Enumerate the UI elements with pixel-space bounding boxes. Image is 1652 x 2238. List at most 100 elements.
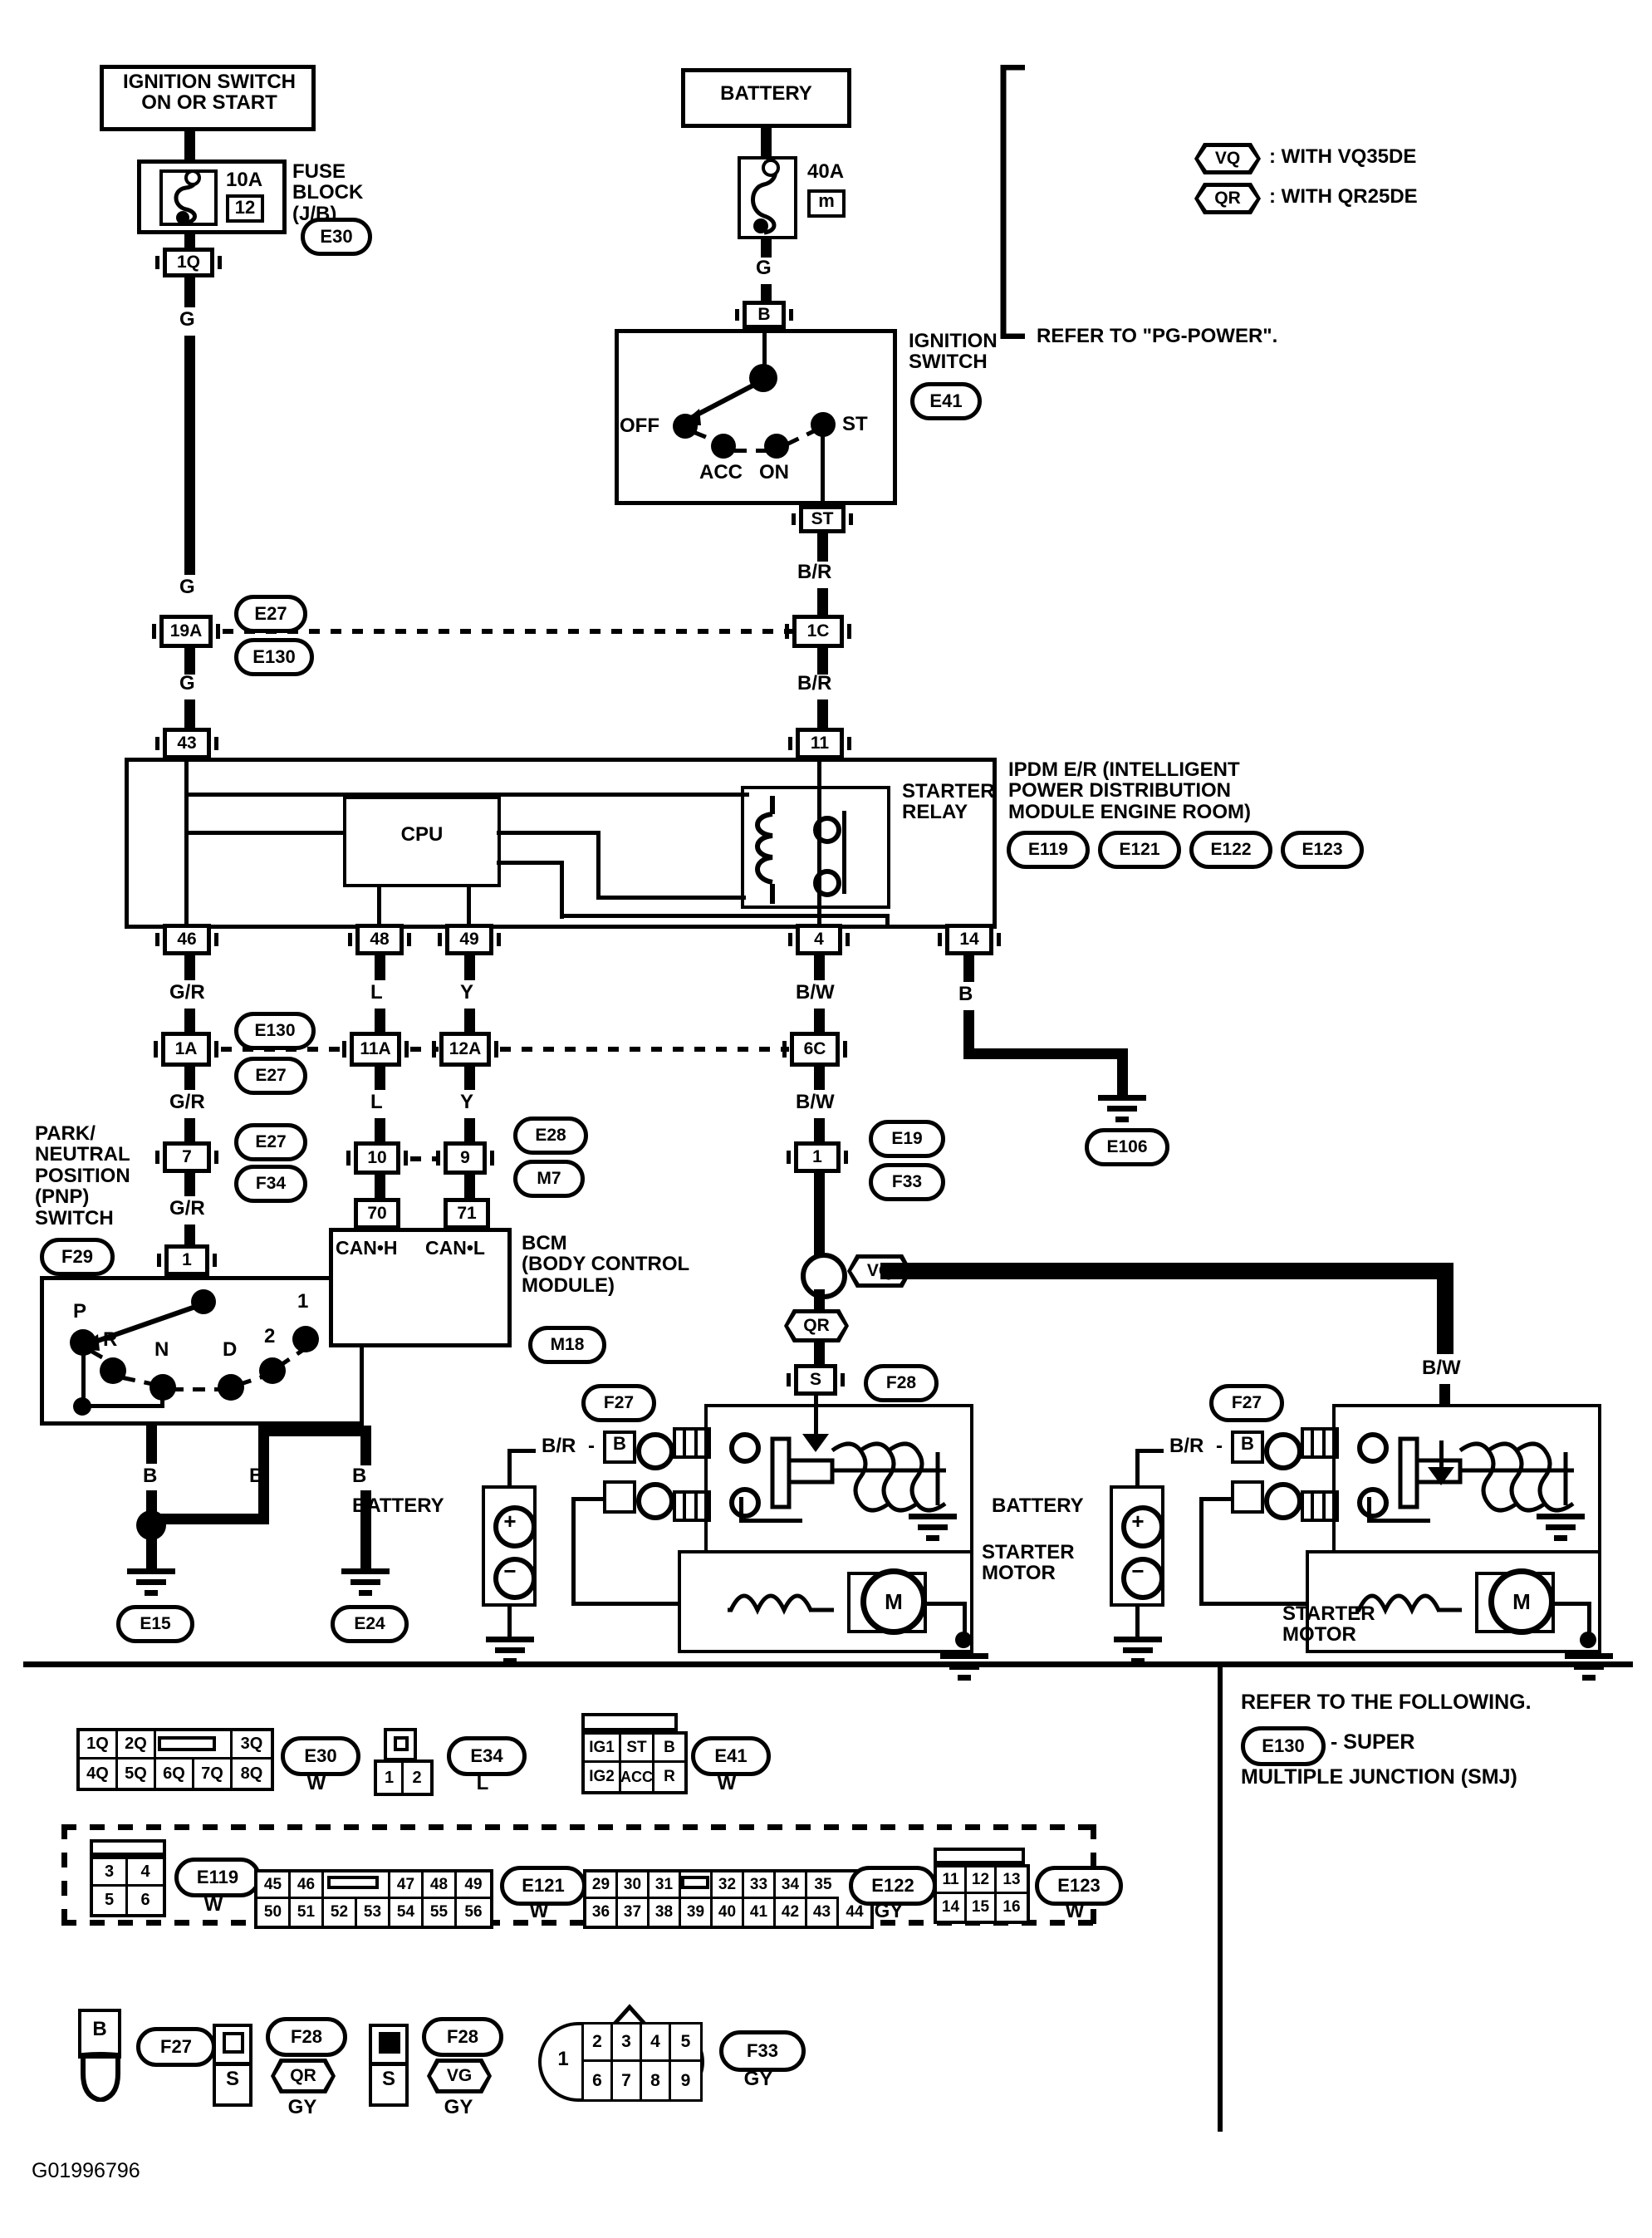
fuse-position-label: 12 (234, 197, 256, 218)
starter-left-s-lead (814, 1396, 818, 1442)
pnp-badge-f29: F29 (40, 1238, 115, 1276)
connector-e121-blank-slot (327, 1876, 379, 1889)
connector-e119-row-1: 3 4 (93, 1859, 163, 1887)
wire-color-y-2: Y (460, 1091, 474, 1113)
wire-color-gr-3: G/R (169, 1197, 205, 1220)
connector-e41-cell: ST (621, 1735, 654, 1763)
terminal-b-ign-label: B (757, 305, 771, 324)
wire-g-to-b (761, 284, 772, 302)
ignition-switch-badge-text: E41 (929, 390, 963, 411)
starter-right-battery-gnd-v (1135, 1607, 1140, 1637)
starter-right-motor-gnd-node (1580, 1632, 1596, 1648)
terminal-s-left-label: S (809, 1370, 821, 1389)
connector-f33-cell: 2 (584, 2025, 613, 2062)
starter-right-battery-minus-label: − (1131, 1558, 1145, 1583)
wire-vq-branch-v (1437, 1263, 1453, 1354)
terminal-11-label: 11 (810, 734, 830, 753)
terminal-12a: 12A (432, 1032, 498, 1067)
ipdm-int-cpu-out2 (497, 861, 563, 865)
connector-f33-cell: 3 (613, 2025, 642, 2062)
wire-color-gr-1: G/R (169, 981, 205, 1004)
connector-color-f28-qr: GY (287, 2096, 317, 2118)
ign-label-on: ON (759, 461, 789, 483)
connector-badge-e41: E41 (691, 1736, 771, 1776)
connector-e122-cell: 41 (744, 1899, 776, 1926)
ipdm-badge-sep-1: , (1085, 840, 1091, 861)
wire-g-long-1 (184, 336, 195, 575)
connector-color-f28-vg: GY (444, 2096, 473, 2118)
connector-e122-cell: 44 (839, 1899, 870, 1926)
pnp-badge-e27-text: E27 (255, 1132, 287, 1151)
starter-right-battery-ground (1114, 1637, 1162, 1665)
ign-label-st: ST (842, 413, 868, 435)
starter-left-term-m-box (603, 1480, 636, 1514)
ipdm-int-cpu-out2-v (560, 861, 564, 919)
ipdm-int-bottom-bus (560, 914, 889, 918)
terminal-1a: 1A (154, 1032, 218, 1067)
wire-1c-down (817, 648, 828, 675)
wire-gr-to-1a (184, 1009, 195, 1032)
ipdm-int-14 (885, 914, 890, 929)
ign-contact-off (673, 414, 698, 439)
terminal-b-ign: B (735, 301, 793, 329)
connector-e30-cell: 4Q (80, 1759, 118, 1788)
bcm-label: BCM (BODY CONTROL MODULE) (522, 1232, 690, 1297)
fusible-position-box (807, 189, 846, 218)
starter-left-br-dash: - (588, 1435, 595, 1457)
starter-left-badge-f27-text: F27 (603, 1393, 635, 1412)
terminal-6c-label: 6C (803, 1039, 826, 1058)
connector-f33-row-1: 2 3 4 5 (584, 2025, 700, 2062)
wire-qr-down-1 (814, 1289, 825, 1313)
legend-hex-qr-text: QR (1199, 187, 1257, 210)
starter-left-br-label: B/R (542, 1435, 576, 1457)
starter-left-sol-contact-b (729, 1487, 761, 1519)
connector-view-e119: 3 4 5 6 (90, 1856, 166, 1917)
connector-f28qr-divider (213, 2062, 252, 2066)
terminal-43-label: 43 (177, 734, 197, 753)
starter-right-m-lead-v (1199, 1497, 1203, 1605)
legend-qr-text: : WITH QR25DE (1269, 185, 1418, 208)
wire-color-br-2: B/R (797, 672, 832, 694)
terminal-1a-label: 1A (174, 1039, 198, 1058)
connector-f28vg-divider (369, 2062, 409, 2066)
wire-y-to-9 (464, 1118, 475, 1141)
connector-f27-bullet-icon (81, 2052, 120, 2102)
connector-badge-e30-text: E30 (304, 1745, 337, 1766)
connector-e30-cell: 1Q (80, 1731, 118, 1759)
connector-f28vg-terminal: S (381, 2068, 395, 2090)
branch-hex-qr-text: QR (788, 1313, 845, 1338)
pnp-switch-label: PARK/ NEUTRAL POSITION (PNP) SWITCH (35, 1122, 130, 1229)
ign-label-acc: ACC (699, 461, 743, 483)
starter-left-term-b-ring (636, 1432, 674, 1470)
connector-e123-cell: 11 (937, 1867, 967, 1894)
connector-e121-cell: 47 (390, 1872, 424, 1899)
connector-e121-cell: 48 (424, 1872, 457, 1899)
pnp-common-contact (191, 1289, 216, 1314)
terminal-1-pnp: 1 (157, 1244, 217, 1276)
fuse-block-badge-text: E30 (320, 226, 353, 247)
connector-e121-cell: 52 (324, 1899, 357, 1926)
terminal-10-bcm: 10 (346, 1141, 408, 1175)
refer-power-label: REFER TO "PG-POWER". (1037, 325, 1278, 347)
connector-badge-e34-text: E34 (470, 1745, 503, 1766)
connector-e41-cell: ACC (620, 1763, 654, 1791)
feed-badge-e19: E19 (869, 1120, 945, 1158)
connector-color-e123: W (1065, 1900, 1085, 1922)
wire-feed-down (814, 1173, 825, 1259)
connector-view-e41: IG1 ST B IG2 ACC R (581, 1731, 688, 1794)
connector-e121-row-2: 50 51 52 53 54 55 56 (257, 1899, 490, 1926)
terminal-1-feed: 1 (787, 1141, 848, 1173)
connector-badge-e123: E123 (1035, 1866, 1123, 1906)
starter-right-motor-label: M (1512, 1588, 1531, 1614)
starter-left-battery-plus (493, 1505, 537, 1548)
starter-right-sol-contact-a (1357, 1432, 1389, 1464)
starter-right-field-coil-icon (1355, 1593, 1462, 1615)
smj-badge-e130-text: E130 (252, 646, 296, 667)
bcm-badge-m18-text: M18 (550, 1335, 585, 1354)
refer-following-line1: - SUPER (1331, 1730, 1415, 1754)
connector-e30-cell: 6Q (156, 1759, 194, 1788)
wire-11a-down (375, 1067, 385, 1090)
connector-e119-cell: 6 (128, 1887, 163, 1914)
connector-e41-tab (581, 1713, 678, 1731)
